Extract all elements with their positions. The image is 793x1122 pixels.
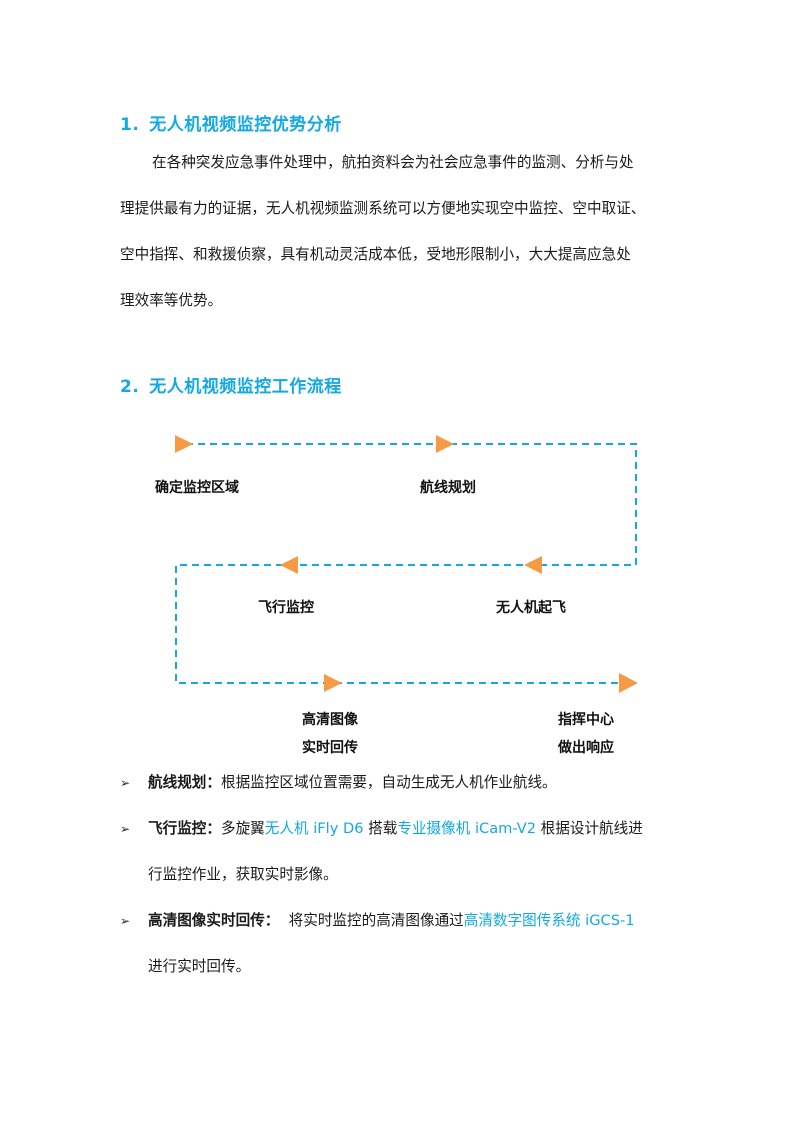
bullet-text: 进行实时回传。	[148, 958, 251, 975]
flow-step-label: 指挥中心	[558, 712, 614, 728]
bullet-term: 高清图像实时回传：	[148, 912, 280, 929]
arrow-right-icon	[436, 435, 454, 453]
flow-dashed-path	[175, 443, 637, 684]
flow-step-label: 高清图像	[302, 712, 358, 728]
section-2-title: 无人机视频监控工作流程	[149, 377, 342, 397]
arrow-right-icon	[324, 674, 342, 692]
paragraph-line: 理效率等优势。	[120, 292, 223, 309]
flow-step-label: 实时回传	[302, 740, 358, 756]
section-2-number: 2.	[120, 377, 140, 397]
section-1-number: 1.	[120, 115, 140, 135]
paragraph-line: 在各种突发应急事件处理中，航拍资料会为社会应急事件的监测、分析与处	[152, 154, 634, 171]
bullet-arrow-icon: ➢	[120, 822, 131, 836]
flow-step-flight-monitoring: 飞行监控	[258, 594, 314, 622]
flow-step-label: 做出响应	[558, 740, 614, 756]
section-1-heading: 1. 无人机视频监控优势分析	[120, 110, 342, 135]
section-1-title: 无人机视频监控优势分析	[149, 115, 342, 135]
arrow-right-icon	[619, 673, 638, 693]
bullet-text: 根据设计航线进	[536, 820, 643, 837]
flow-step-hd-transmission: 高清图像 实时回传	[302, 706, 358, 762]
bullet-route-planning: ➢ 航线规划：根据监控区域位置需要，自动生成无人机作业航线。	[120, 760, 680, 806]
bullet-text: 搭载	[363, 820, 398, 837]
bullet-hd-transmission: ➢ 高清图像实时回传： 将实时监控的高清图像通过高清数字图传系统 iGCS-1 …	[120, 898, 680, 990]
flow-step-route-planning: 航线规划	[420, 474, 476, 502]
product-link-icam-v2[interactable]: 专业摄像机 iCam-V2	[397, 820, 537, 837]
bullet-text: 行监控作业，获取实时影像。	[148, 866, 338, 883]
bullet-term: 航线规划：	[148, 774, 221, 791]
arrow-right-icon	[175, 435, 193, 453]
bullet-text: 根据监控区域位置需要，自动生成无人机作业航线。	[220, 774, 557, 791]
paragraph-line: 空中指挥、和救援侦察，具有机动灵活成本低，受地形限制小，大大提高应急处	[120, 246, 631, 263]
arrow-left-icon	[524, 556, 542, 574]
flow-step-label: 航线规划	[420, 480, 476, 496]
section-1-paragraph: 在各种突发应急事件处理中，航拍资料会为社会应急事件的监测、分析与处 理提供最有力…	[120, 140, 680, 324]
product-link-ifly-d6[interactable]: 无人机 iFly D6	[264, 820, 364, 837]
bullet-term: 飞行监控：	[148, 820, 221, 837]
bullet-text: 将实时监控的高清图像通过	[279, 912, 464, 929]
paragraph-line: 理提供最有力的证据，无人机视频监测系统可以方便地实现空中监控、空中取证、	[120, 200, 646, 217]
arrow-left-icon	[280, 556, 298, 574]
flow-step-define-area: 确定监控区域	[155, 474, 239, 502]
section-2-heading: 2. 无人机视频监控工作流程	[120, 372, 342, 397]
flow-step-command-response: 指挥中心 做出响应	[558, 706, 614, 762]
bullet-text: 多旋翼	[220, 820, 265, 837]
product-link-igcs-1[interactable]: 高清数字图传系统 iGCS-1	[463, 912, 635, 929]
flow-step-takeoff: 无人机起飞	[496, 594, 566, 622]
bullet-arrow-icon: ➢	[120, 914, 131, 928]
bullet-arrow-icon: ➢	[120, 776, 131, 790]
flow-step-label: 确定监控区域	[155, 480, 239, 496]
flow-step-label: 飞行监控	[258, 600, 314, 616]
bullet-flight-monitoring: ➢ 飞行监控：多旋翼无人机 iFly D6 搭载专业摄像机 iCam-V2 根据…	[120, 806, 680, 898]
flow-step-label: 无人机起飞	[496, 600, 566, 616]
